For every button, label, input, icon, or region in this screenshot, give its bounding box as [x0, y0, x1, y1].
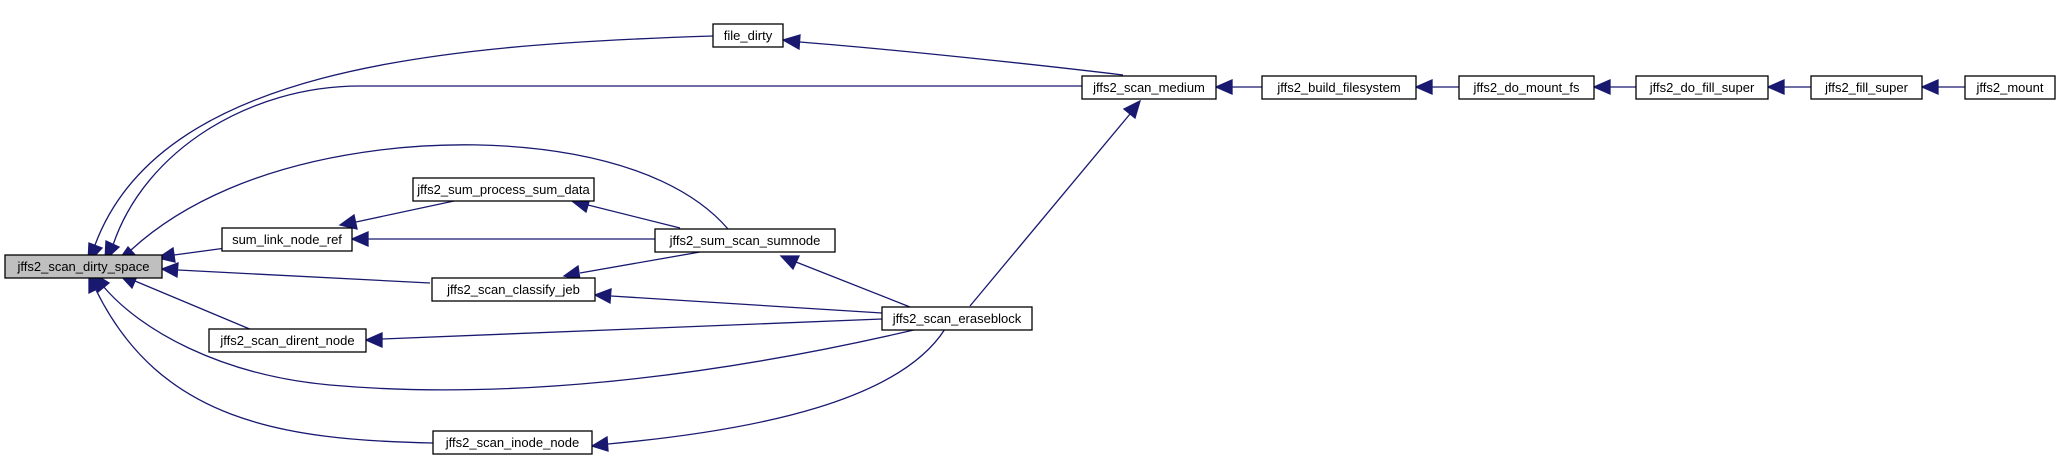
node-box [1810, 75, 1923, 100]
node-jffs2-scan-eraseblock[interactable]: jffs2_scan_eraseblock [881, 306, 1033, 331]
node-label: jffs2_mount [1976, 80, 2044, 95]
node-label: sum_link_node_ref [232, 232, 342, 247]
edge-dirent-node-to-scan-dirty-space [118, 273, 253, 331]
node-jffs2-mount[interactable]: jffs2_mount [1964, 75, 2056, 100]
node-box [431, 277, 596, 302]
node-box [221, 227, 353, 252]
node-label: jffs2_scan_dirent_node [219, 333, 354, 348]
node-label: jffs2_do_fill_super [1649, 80, 1755, 95]
node-sum-link-node-ref[interactable]: sum_link_node_ref [221, 227, 353, 252]
node-label: jffs2_do_mount_fs [1473, 80, 1580, 95]
edge-inode-node-to-scan-dirty-space [88, 272, 434, 444]
node-jffs2-sum-process-sum-data[interactable]: jffs2_sum_process_sum_data [412, 177, 595, 202]
edge-sum-scan-sumnode-to-process-sum-data [570, 197, 681, 229]
edge-eraseblock-to-scan-medium [969, 99, 1142, 307]
node-label: jffs2_scan_eraseblock [892, 311, 1022, 326]
node-label: jffs2_scan_dirty_space [16, 259, 149, 274]
node-box [412, 177, 595, 202]
edge-do-mount-fs-to-build-filesystem [1414, 79, 1459, 95]
edge-process-sum-data-to-sum-link-node-ref [338, 200, 455, 230]
edge-eraseblock-to-classify-jeb [593, 288, 883, 314]
node-label: jffs2_fill_super [1824, 80, 1909, 95]
node-file-dirty[interactable]: file_dirty [712, 23, 784, 48]
node-label: jffs2_sum_scan_sumnode [669, 233, 821, 248]
node-jffs2-scan-inode-node[interactable]: jffs2_scan_inode_node [432, 430, 593, 455]
edge-file-dirty-to-scan-dirty-space [87, 35, 714, 265]
node-box [432, 430, 593, 455]
node-box [1081, 75, 1217, 100]
node-jffs2-do-fill-super[interactable]: jffs2_do_fill_super [1635, 75, 1769, 100]
edge-sum-scan-sumnode-to-classify-jeb [562, 251, 701, 281]
edge-eraseblock-to-inode-node [590, 328, 946, 452]
node-box [208, 328, 367, 353]
edge-eraseblock-to-sum-scan-sumnode [779, 255, 911, 308]
edge-do-fill-super-to-do-mount-fs [1592, 79, 1636, 95]
edge-classify-jeb-to-scan-dirty-space [160, 262, 431, 284]
node-jffs2-scan-dirty-space[interactable]: jffs2_scan_dirty_space [4, 254, 163, 279]
edge-fill-super-to-do-fill-super [1766, 79, 1811, 95]
node-box [881, 306, 1033, 331]
node-jffs2-scan-medium[interactable]: jffs2_scan_medium [1081, 75, 1217, 100]
edge-sum-scan-sumnode-to-scan-dirty-space [115, 144, 729, 265]
edge-mount-to-fill-super [1920, 79, 1965, 95]
node-box [1458, 75, 1595, 100]
node-jffs2-build-filesystem[interactable]: jffs2_build_filesystem [1261, 75, 1417, 100]
edge-scan-medium-to-file-dirty [781, 34, 1124, 76]
node-label: file_dirty [724, 28, 773, 43]
edge-build-filesystem-to-scan-medium [1214, 79, 1262, 95]
node-jffs2-scan-dirent-node[interactable]: jffs2_scan_dirent_node [208, 328, 367, 353]
edge-sum-link-node-ref-to-scan-dirty-space [156, 246, 227, 263]
node-label: jffs2_scan_inode_node [445, 435, 580, 450]
node-jffs2-do-mount-fs[interactable]: jffs2_do_mount_fs [1458, 75, 1595, 100]
node-jffs2-fill-super[interactable]: jffs2_fill_super [1810, 75, 1923, 100]
node-label: jffs2_build_filesystem [1276, 80, 1400, 95]
call-graph-nodes: jffs2_scan_dirty_space file_dirty jffs2_sc… [4, 23, 2056, 455]
node-box [1964, 75, 2056, 100]
node-label: jffs2_scan_medium [1092, 80, 1205, 95]
node-box [1635, 75, 1769, 100]
node-jffs2-sum-scan-sumnode[interactable]: jffs2_sum_scan_sumnode [654, 228, 836, 253]
node-box [1261, 75, 1417, 100]
node-box [712, 23, 784, 48]
node-label: jffs2_scan_classify_jeb [446, 282, 580, 297]
node-jffs2-scan-classify-jeb[interactable]: jffs2_scan_classify_jeb [431, 277, 596, 302]
edge-eraseblock-to-dirent-node [364, 318, 883, 348]
node-label: jffs2_sum_process_sum_data [416, 182, 590, 197]
node-box [4, 254, 163, 279]
edge-sum-scan-sumnode-to-sum-link-node-ref [350, 231, 655, 247]
node-box [654, 228, 836, 253]
